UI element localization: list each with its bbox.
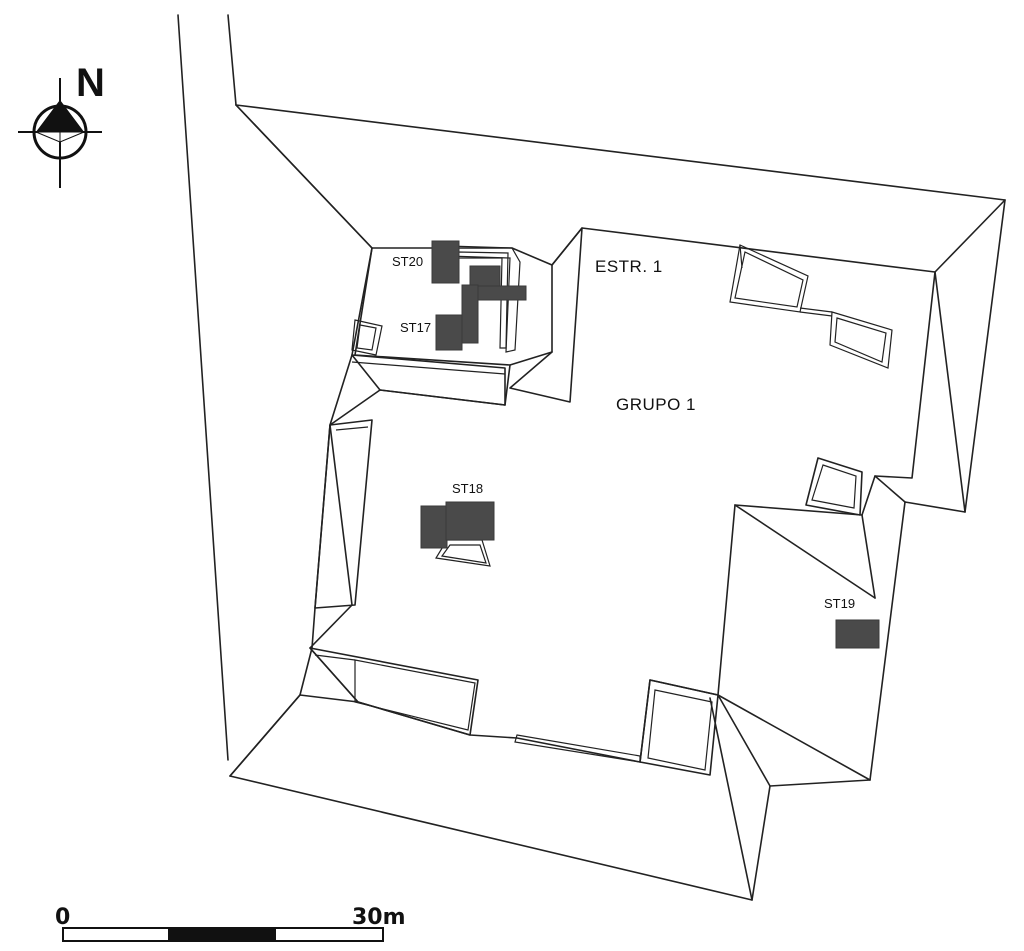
ne-buildings xyxy=(729,244,893,369)
stela-st18-a xyxy=(420,505,448,549)
south-structures xyxy=(309,647,719,776)
stela-st19 xyxy=(835,619,880,649)
label-st18: ST18 xyxy=(452,481,483,496)
label-grupo1: GRUPO 1 xyxy=(616,395,696,414)
north-arrow-icon: N xyxy=(18,61,105,188)
stelae xyxy=(420,240,880,649)
west-wall xyxy=(314,354,506,609)
stela-st20-b xyxy=(469,265,501,287)
scale-start: 0 xyxy=(55,905,70,930)
label-st19: ST19 xyxy=(824,596,855,611)
label-st17: ST17 xyxy=(400,320,431,335)
stela-st17 xyxy=(435,314,463,351)
stela-st17-b xyxy=(477,285,527,301)
stela-st18 xyxy=(445,501,495,541)
road-lines xyxy=(177,14,237,761)
stela-st17-a xyxy=(461,284,479,344)
map-labels: ESTR. 1 GRUPO 1 ST20 ST17 ST18 ST19 xyxy=(392,254,855,611)
scale-end: 30m xyxy=(352,905,406,930)
stela-st20 xyxy=(431,240,460,284)
label-st20: ST20 xyxy=(392,254,423,269)
label-estr1: ESTR. 1 xyxy=(595,257,663,276)
north-label: N xyxy=(76,61,105,105)
platform-outline xyxy=(229,104,1006,901)
scale-bar: 0 30m xyxy=(55,905,406,942)
east-structure xyxy=(805,457,863,516)
